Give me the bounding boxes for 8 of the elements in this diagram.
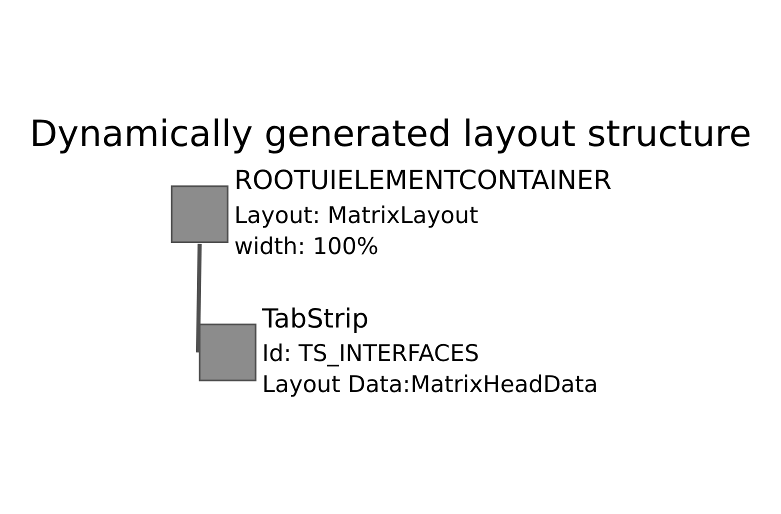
node-label: width: 100% xyxy=(234,234,379,260)
connector xyxy=(196,244,202,352)
node-label: TabStrip xyxy=(262,304,369,334)
node-label: Id: TS_INTERFACES xyxy=(262,340,480,367)
node-label: Layout Data:MatrixHeadData xyxy=(262,372,598,398)
diagram-title: Dynamically generated layout structure xyxy=(30,112,752,156)
node-label: ROOTUIELEMENTCONTAINER xyxy=(234,166,612,196)
node-label: Layout: MatrixLayout xyxy=(234,202,478,229)
